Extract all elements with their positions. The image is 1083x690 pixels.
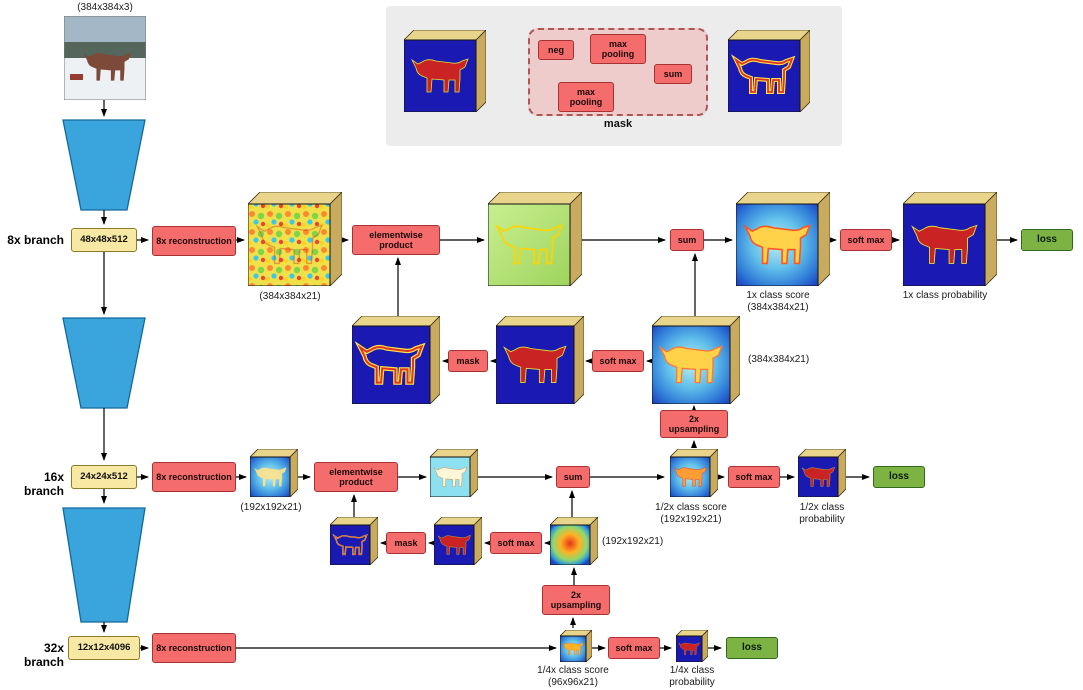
class-score-cube-quarter bbox=[560, 630, 592, 662]
caption-prob-quarter-line2: probability bbox=[669, 677, 715, 688]
softmax-box-1x: soft max bbox=[840, 229, 892, 251]
neg-box: neg bbox=[538, 40, 574, 60]
input-image bbox=[64, 16, 146, 100]
sum-box-8x: sum bbox=[670, 229, 704, 251]
caption-recon-16x: (192x192x21) bbox=[240, 502, 302, 513]
caption-prob-quarter-line1: 1/4x class bbox=[669, 665, 715, 676]
caption-score-quarter-line2: (96x96x21) bbox=[547, 677, 599, 688]
caption-score-quarter-line1: 1/4x class score bbox=[537, 665, 609, 676]
caption-prob-half-line2: probability bbox=[799, 514, 845, 525]
branch-label-16x: 16x branch bbox=[23, 470, 64, 498]
encoder-block-3 bbox=[62, 507, 146, 623]
caption-score-1x-line2: (384x384x21) bbox=[747, 302, 809, 313]
mask-output-cube-16x bbox=[330, 517, 378, 565]
max-pooling-box-top: max pooling bbox=[590, 34, 646, 64]
caption-score-half-line2: (192x192x21) bbox=[660, 514, 722, 525]
upsampled-score-cube-8x bbox=[652, 316, 740, 404]
class-score-cube-1x bbox=[736, 192, 830, 286]
class-probability-cube-quarter bbox=[676, 630, 708, 662]
feature-cube-recon-8x bbox=[248, 192, 342, 286]
caption-recon-8x: (384x384x21) bbox=[259, 291, 321, 302]
reconstruction-box-32x: 8x reconstruction bbox=[152, 633, 236, 663]
mask-box-16x: mask bbox=[386, 532, 426, 554]
loss-box-quarter: loss bbox=[726, 637, 778, 659]
upsampling-box-16x: 2x upsampling bbox=[542, 585, 610, 615]
branch-label-32x: 32x branch bbox=[23, 641, 64, 669]
sum-box-inset: sum bbox=[654, 64, 692, 84]
caption-score-half-line1: 1/2x class score bbox=[655, 502, 727, 513]
elementwise-product-box-16x: elementwise product bbox=[314, 462, 398, 492]
loss-box-1x: loss bbox=[1021, 229, 1073, 251]
branch-label-8x: 8x branch bbox=[7, 233, 64, 247]
mask-box-8x: mask bbox=[448, 350, 488, 372]
reconstruction-box-8x: 8x reconstruction bbox=[152, 226, 236, 256]
caption-mid-16x: (192x192x21) bbox=[602, 536, 664, 547]
class-probability-cube-half bbox=[798, 449, 846, 497]
max-pooling-box-bottom: max pooling bbox=[558, 82, 614, 112]
dims-box-16x: 24x24x512 bbox=[71, 465, 137, 489]
softmax-box-half: soft max bbox=[728, 466, 780, 488]
encoder-block-1 bbox=[62, 119, 146, 211]
caption-mid-8x: (384x384x21) bbox=[748, 354, 810, 365]
loss-box-half: loss bbox=[873, 466, 925, 488]
softmax-box-8x-mask: soft max bbox=[592, 350, 644, 372]
caption-prob-half-line1: 1/2x class bbox=[799, 502, 845, 513]
softmax-box-quarter: soft max bbox=[608, 637, 660, 659]
sum-box-16x: sum bbox=[556, 466, 590, 488]
mask-inset-input-cube bbox=[404, 30, 486, 112]
mask-output-cube-8x bbox=[352, 316, 440, 404]
dims-box-8x: 48x48x512 bbox=[71, 228, 137, 252]
mask-inset-title: mask bbox=[603, 118, 633, 130]
dims-box-32x: 12x12x4096 bbox=[68, 636, 140, 660]
feature-cube-recon-16x bbox=[250, 449, 298, 497]
caption-prob-1x: 1x class probability bbox=[902, 290, 988, 301]
mask-inset-output-cube bbox=[728, 30, 810, 112]
probability-cube-copy-8x bbox=[496, 316, 584, 404]
elementwise-product-box-8x: elementwise product bbox=[352, 225, 440, 255]
encoder-block-2 bbox=[62, 317, 146, 409]
softmax-box-16x-mask: soft max bbox=[490, 532, 542, 554]
class-probability-cube-1x bbox=[903, 192, 997, 286]
masked-feature-cube-8x bbox=[488, 192, 582, 286]
upsampled-score-cube-16x bbox=[550, 517, 598, 565]
masked-feature-cube-16x bbox=[430, 449, 478, 497]
upsampling-box-8x: 2x upsampling bbox=[660, 410, 728, 438]
class-score-cube-half bbox=[670, 449, 718, 497]
reconstruction-box-16x: 8x reconstruction bbox=[152, 462, 236, 492]
probability-cube-copy-16x bbox=[434, 517, 482, 565]
input-dims-caption: (384x384x3) bbox=[77, 2, 133, 13]
caption-score-1x-line1: 1x class score bbox=[746, 290, 810, 301]
